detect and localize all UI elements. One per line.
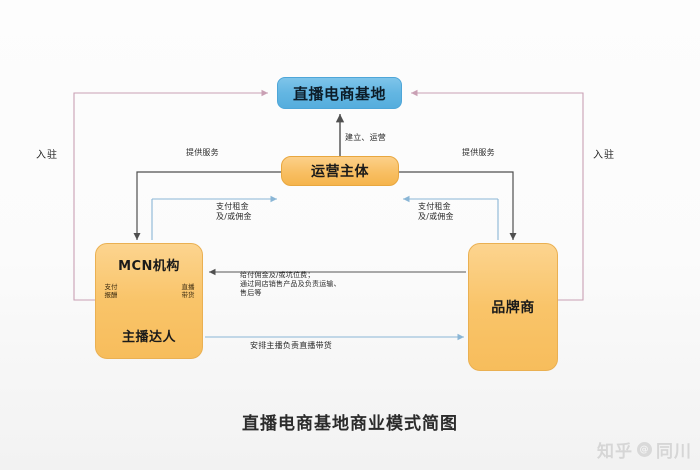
label-settle-in-right: 入驻 — [593, 150, 615, 161]
node-brand-merchant-label: 品牌商 — [491, 300, 535, 316]
node-operating-entity-label: 运营主体 — [311, 164, 369, 180]
connector-settle-in-left — [73, 89, 268, 301]
node-operating-entity[interactable]: 运营主体 — [281, 156, 399, 186]
label-arrange-anchor: 安排主播负责直播带货 — [250, 341, 332, 350]
node-brand-merchant[interactable]: 品牌商 — [468, 243, 558, 371]
watermark-badge-icon: @ — [637, 442, 652, 457]
connector-provide-service-right — [399, 171, 517, 240]
label-provide-service-left: 提供服务 — [186, 148, 219, 157]
label-commission-detail: 给付佣金及/或坑位费； 通过网店销售产品及负责运输、 售后等 — [240, 271, 341, 298]
watermark-user: 同川 — [656, 442, 692, 462]
label-establish-operate: 建立、运营 — [345, 133, 386, 142]
watermark-site: 知乎 — [597, 442, 633, 462]
label-live-selling: 直播 带货 — [181, 283, 195, 300]
diagram-title: 直播电商基地商业模式简图 — [242, 414, 458, 434]
node-anchor-talent-label: 主播达人 — [121, 330, 176, 345]
node-mcn-agency-group[interactable]: MCN机构 主播达人 — [95, 243, 203, 359]
label-pay-rent-right: 支付租金 及/或佣金 — [418, 202, 454, 221]
connector-provide-service-left — [133, 171, 281, 240]
connector-settle-in-right — [411, 89, 584, 301]
label-provide-service-right: 提供服务 — [462, 148, 495, 157]
node-live-ecommerce-base[interactable]: 直播电商基地 — [277, 77, 402, 109]
label-pay-reward: 支付 报酬 — [104, 283, 118, 300]
node-live-ecommerce-base-label: 直播电商基地 — [292, 84, 386, 103]
node-mcn-agency-label: MCN机构 — [118, 259, 180, 274]
watermark: 知乎 @ 同川 — [597, 437, 692, 462]
label-pay-rent-left: 支付租金 及/或佣金 — [216, 202, 252, 221]
label-settle-in-left: 入驻 — [36, 150, 58, 161]
